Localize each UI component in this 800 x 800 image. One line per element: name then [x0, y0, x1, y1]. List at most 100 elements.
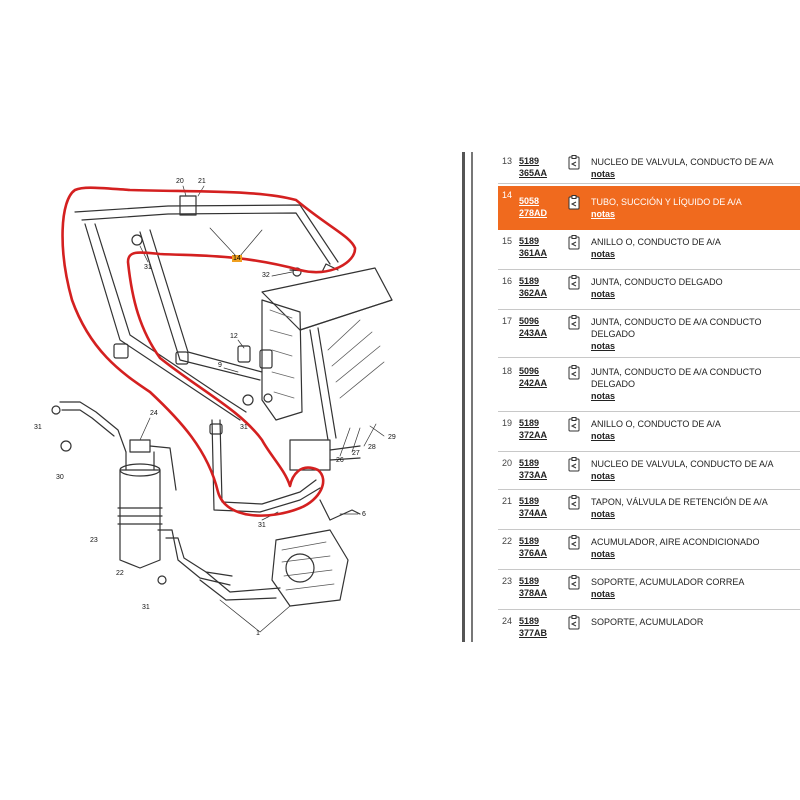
parts-row[interactable]: 22 5189 376AA ACUMULADOR, AIRE ACONDICIO… — [498, 532, 800, 570]
callout-23: 23 — [90, 537, 98, 544]
clipboard-icon[interactable] — [568, 275, 580, 290]
clipboard-icon[interactable] — [568, 315, 580, 330]
clipboard-icon[interactable] — [568, 155, 580, 170]
callout-31: 31 — [144, 264, 152, 271]
row-index: 23 — [502, 576, 513, 586]
notas-link[interactable]: notas — [591, 391, 616, 401]
part-description: TAPON, VÁLVULA DE RETENCIÓN DE A/A — [591, 497, 768, 507]
part-number-link[interactable]: 5189 — [519, 236, 540, 246]
part-number-link-suffix[interactable]: 376AA — [519, 548, 548, 558]
clipboard-icon[interactable] — [568, 575, 580, 590]
notas-link[interactable]: notas — [591, 289, 616, 299]
part-description: NUCLEO DE VALVULA, CONDUCTO DE A/A — [591, 459, 774, 469]
part-description: JUNTA, CONDUCTO DE A/A CONDUCTO DELGADO — [591, 317, 762, 339]
callout-14-highlighted[interactable]: 14 — [232, 255, 242, 262]
row-index: 15 — [502, 236, 513, 246]
callout-21: 21 — [198, 178, 206, 185]
clipboard-icon[interactable] — [568, 235, 580, 250]
parts-diagram: 20 21 31 32 14 12 9 31 24 31 30 23 22 31… — [34, 178, 396, 637]
callout-20: 20 — [176, 178, 184, 185]
callout-32: 32 — [262, 272, 270, 279]
part-number-link[interactable]: 5096 — [519, 366, 540, 376]
part-number-link-suffix[interactable]: 361AA — [519, 248, 548, 258]
part-description: ANILLO O, CONDUCTO DE A/A — [591, 419, 721, 429]
callout-27: 27 — [352, 450, 360, 457]
notas-link[interactable]: notas — [591, 249, 616, 259]
part-number-link-suffix[interactable]: 242AA — [519, 378, 548, 388]
part-number-link-suffix[interactable]: 243AA — [519, 328, 548, 338]
diagram-drawing — [51, 185, 393, 633]
clipboard-icon[interactable] — [568, 615, 580, 630]
callout-12: 12 — [230, 333, 238, 340]
row-index: 14 — [502, 190, 513, 200]
parts-row[interactable]: 15 5189 361AA ANILLO O, CONDUCTO DE A/A … — [498, 232, 800, 270]
part-number-link[interactable]: 5189 — [519, 576, 540, 586]
notas-link[interactable]: notas — [591, 509, 616, 519]
part-number-link-suffix[interactable]: 365AA — [519, 168, 548, 178]
clipboard-icon[interactable] — [568, 495, 580, 510]
callout-9: 9 — [218, 362, 222, 369]
part-number-link[interactable]: 5189 — [519, 418, 540, 428]
callout-31: 31 — [240, 424, 248, 431]
panel-divider-inner — [471, 152, 473, 642]
callout-1: 1 — [256, 630, 260, 637]
parts-row-selected[interactable]: 14 5058 278AD TUBO, SUCCIÓN Y LÍQUIDO DE… — [498, 186, 800, 230]
row-index: 22 — [502, 536, 513, 546]
parts-row[interactable]: 20 5189 373AA NUCLEO DE VALVULA, CONDUCT… — [498, 454, 800, 490]
part-description: NUCLEO DE VALVULA, CONDUCTO DE A/A — [591, 157, 774, 167]
parts-row[interactable]: 13 5189 365AA NUCLEO DE VALVULA, CONDUCT… — [498, 152, 800, 184]
part-description: TUBO, SUCCIÓN Y LÍQUIDO DE A/A — [591, 197, 742, 207]
notas-link[interactable]: notas — [591, 589, 616, 599]
parts-row[interactable]: 24 5189 377AB SOPORTE, ACUMULADOR — [498, 612, 800, 644]
part-number-link-suffix[interactable]: 373AA — [519, 470, 548, 480]
row-index: 16 — [502, 276, 513, 286]
parts-row[interactable]: 17 5096 243AA JUNTA, CONDUCTO DE A/A CON… — [498, 312, 800, 358]
part-number-link-suffix[interactable]: 372AA — [519, 430, 548, 440]
clipboard-icon[interactable] — [568, 195, 580, 210]
part-number-link[interactable]: 5096 — [519, 316, 540, 326]
part-number-link-suffix[interactable]: 377AB — [519, 628, 548, 638]
callout-6: 6 — [362, 511, 366, 518]
part-description: ACUMULADOR, AIRE ACONDICIONADO — [591, 537, 760, 547]
notas-link[interactable]: notas — [591, 341, 616, 351]
notas-link[interactable]: notas — [591, 169, 616, 179]
part-number-link[interactable]: 5058 — [519, 196, 540, 206]
part-description: ANILLO O, CONDUCTO DE A/A — [591, 237, 721, 247]
part-number-link-suffix[interactable]: 378AA — [519, 588, 548, 598]
notas-link[interactable]: notas — [591, 549, 616, 559]
callout-31: 31 — [258, 522, 266, 529]
parts-row[interactable]: 19 5189 372AA ANILLO O, CONDUCTO DE A/A … — [498, 414, 800, 452]
parts-row[interactable]: 18 5096 242AA JUNTA, CONDUCTO DE A/A CON… — [498, 360, 800, 412]
callout-22: 22 — [116, 570, 124, 577]
part-description: SOPORTE, ACUMULADOR CORREA — [591, 577, 745, 587]
parts-row[interactable]: 23 5189 378AA SOPORTE, ACUMULADOR CORREA… — [498, 572, 800, 610]
notas-link[interactable]: notas — [591, 431, 616, 441]
clipboard-icon[interactable] — [568, 365, 580, 380]
notas-link[interactable]: notas — [591, 471, 616, 481]
part-number-link-suffix[interactable]: 278AD — [519, 208, 548, 218]
parts-row[interactable]: 21 5189 374AA TAPON, VÁLVULA DE RETENCIÓ… — [498, 492, 800, 530]
part-number-link[interactable]: 5189 — [519, 616, 540, 626]
clipboard-icon[interactable] — [568, 457, 580, 472]
row-index: 17 — [502, 316, 513, 326]
parts-row[interactable]: 16 5189 362AA JUNTA, CONDUCTO DELGADO no… — [498, 272, 800, 310]
part-number-link-suffix[interactable]: 374AA — [519, 508, 548, 518]
part-number-link[interactable]: 5189 — [519, 276, 540, 286]
clipboard-icon[interactable] — [568, 417, 580, 432]
part-number-link[interactable]: 5189 — [519, 156, 540, 166]
callout-29: 29 — [388, 434, 396, 441]
callout-28: 28 — [368, 444, 376, 451]
callout-31: 31 — [142, 604, 150, 611]
part-number-link-suffix[interactable]: 362AA — [519, 288, 548, 298]
notas-link[interactable]: notas — [591, 209, 616, 219]
part-number-link[interactable]: 5189 — [519, 496, 540, 506]
part-description: SOPORTE, ACUMULADOR — [591, 617, 704, 627]
part-number-link[interactable]: 5189 — [519, 458, 540, 468]
clipboard-icon[interactable] — [568, 535, 580, 550]
callout-26: 26 — [336, 457, 344, 464]
highlight-outline — [61, 186, 357, 517]
callout-31: 31 — [34, 424, 42, 431]
part-number-link[interactable]: 5189 — [519, 536, 540, 546]
callout-24: 24 — [150, 410, 158, 417]
row-index: 18 — [502, 366, 513, 376]
